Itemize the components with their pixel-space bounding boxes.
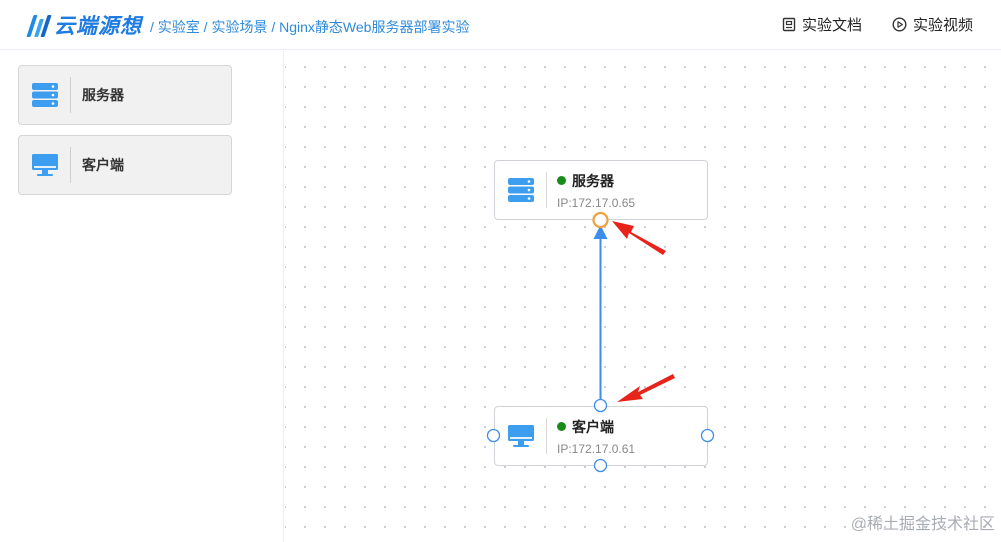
server-icon xyxy=(31,83,58,107)
breadcrumb: / 实验室 / 实验场景 / Nginx静态Web服务器部署实验 xyxy=(150,17,469,37)
app-header: 云端源想 / 实验室 / 实验场景 / Nginx静态Web服务器部署实验 实验… xyxy=(0,0,1001,50)
topology-canvas[interactable]: 服务器 IP:172.17.0.65 客户端 IP:172.17.0.61 xyxy=(285,51,1001,542)
node-info: 服务器 IP:172.17.0.65 xyxy=(557,171,635,210)
node-name: 客户端 xyxy=(572,418,614,435)
play-circle-icon xyxy=(892,17,907,32)
monitor-icon xyxy=(31,154,58,176)
palette-item-client[interactable]: 客户端 xyxy=(18,135,232,195)
node-server[interactable]: 服务器 IP:172.17.0.65 xyxy=(494,160,708,220)
client-port-left[interactable] xyxy=(486,428,501,443)
logo-mark-icon xyxy=(26,13,52,37)
node-title: 客户端 xyxy=(557,417,635,437)
node-ip: IP:172.17.0.65 xyxy=(557,195,636,210)
lab-docs-button[interactable]: 实验文档 xyxy=(782,14,862,35)
node-palette: 服务器 客户端 xyxy=(0,51,284,542)
node-client[interactable]: 客户端 IP:172.17.0.61 xyxy=(494,406,708,466)
client-port-bottom[interactable] xyxy=(593,458,608,473)
palette-item-label: 客户端 xyxy=(82,157,124,173)
node-icon-wrap xyxy=(495,418,547,454)
server-port-bottom[interactable] xyxy=(592,211,609,229)
lab-docs-label: 实验文档 xyxy=(801,17,862,34)
node-ip: IP:172.17.0.61 xyxy=(557,441,636,456)
server-icon xyxy=(507,178,534,202)
status-dot xyxy=(557,422,566,431)
breadcrumb-sep: / xyxy=(150,19,158,35)
node-title: 服务器 xyxy=(557,171,635,191)
breadcrumb-item-lab[interactable]: 实验室 xyxy=(157,19,204,35)
watermark: @稀土掘金技术社区 xyxy=(850,516,995,533)
breadcrumb-item-scene[interactable]: 实验场景 xyxy=(211,19,272,35)
node-name: 服务器 xyxy=(572,172,614,189)
status-dot xyxy=(557,176,566,185)
logo-text: 云端源想 xyxy=(54,15,142,38)
header-actions: 实验文档 实验视频 xyxy=(782,14,973,35)
lab-video-label: 实验视频 xyxy=(912,17,973,34)
document-icon xyxy=(782,17,796,32)
breadcrumb-sep: / xyxy=(203,19,212,35)
client-port-right[interactable] xyxy=(700,428,715,443)
palette-icon-wrap xyxy=(19,77,71,113)
lab-video-button[interactable]: 实验视频 xyxy=(892,14,973,35)
logo[interactable]: 云端源想 xyxy=(26,10,142,40)
client-port-top[interactable] xyxy=(593,398,608,413)
monitor-icon xyxy=(507,425,534,447)
palette-item-server[interactable]: 服务器 xyxy=(18,65,232,125)
palette-icon-wrap xyxy=(19,147,71,183)
node-icon-wrap xyxy=(495,172,547,208)
breadcrumb-sep: / xyxy=(271,19,280,35)
breadcrumb-item-current: Nginx静态Web服务器部署实验 xyxy=(279,19,470,35)
palette-item-label: 服务器 xyxy=(82,87,124,103)
node-info: 客户端 IP:172.17.0.61 xyxy=(557,417,635,456)
